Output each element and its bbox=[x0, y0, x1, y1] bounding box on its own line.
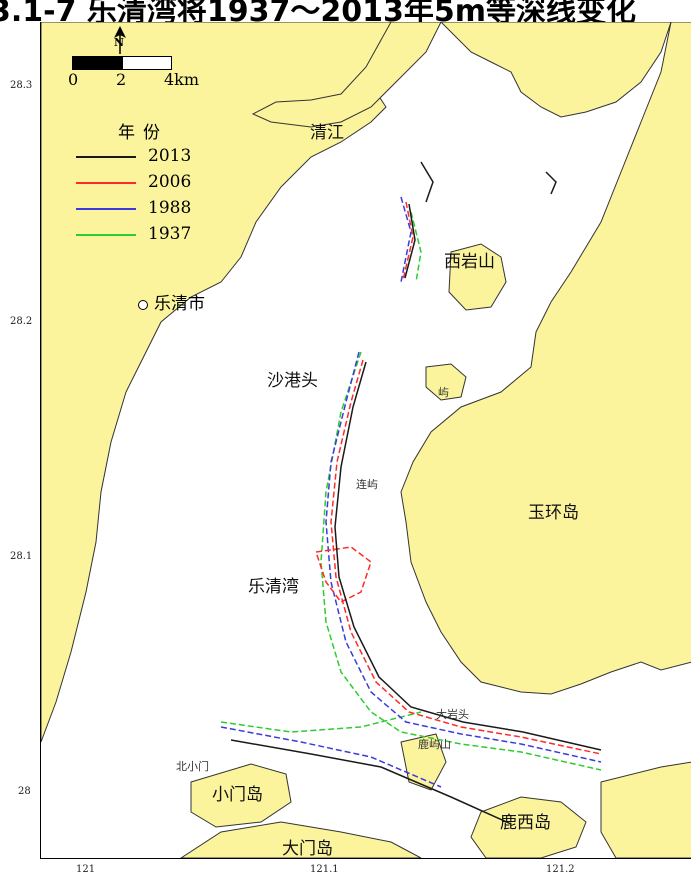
isobath-2013 bbox=[230, 161, 602, 825]
north-arrow-icon bbox=[114, 26, 126, 54]
label-qingjiang: 清江 bbox=[310, 123, 344, 143]
legend-label-1937: 1937 bbox=[148, 224, 192, 244]
lat-tick-28: 28 bbox=[18, 786, 31, 797]
scale-label-2: 2 bbox=[116, 70, 127, 89]
legend-label-2006: 2006 bbox=[148, 172, 192, 192]
north-arrow-label: N bbox=[114, 36, 125, 49]
lon-tick-121-2: 121.2 bbox=[546, 864, 575, 875]
label-lujiaozhen: 鹿屿山 bbox=[418, 738, 451, 751]
label-lequ-bay: 乐清湾 bbox=[248, 577, 299, 597]
land-southeast bbox=[600, 761, 691, 858]
land-north-inlet bbox=[251, 22, 442, 128]
land-xiaomen bbox=[190, 763, 292, 828]
label-dayantou: 大岩头 bbox=[436, 708, 469, 721]
scale-bar: 0 2 4km bbox=[66, 56, 199, 96]
land-mid-islet bbox=[400, 733, 447, 791]
land-islet-1 bbox=[425, 363, 467, 401]
lat-tick-28-2: 28.2 bbox=[10, 316, 33, 327]
label-xiaoyu: 屿 bbox=[438, 386, 449, 399]
label-xiaomen-island: 小门岛 bbox=[212, 785, 263, 805]
city-dot-icon bbox=[138, 299, 148, 310]
legend-title: 年份 bbox=[118, 123, 168, 143]
land-yuhuan bbox=[400, 22, 691, 695]
isobath-1937 bbox=[220, 211, 602, 771]
legend-swatch-1988 bbox=[76, 208, 136, 210]
legend-swatch-2013 bbox=[76, 156, 136, 158]
label-luxi-island: 鹿西岛 bbox=[500, 813, 551, 833]
legend-label-2013: 2013 bbox=[148, 146, 192, 166]
isobath-1988 bbox=[220, 196, 602, 788]
lat-tick-28-1: 28.1 bbox=[10, 551, 33, 562]
label-shagangtou: 沙港头 bbox=[267, 371, 318, 391]
map-canvas bbox=[41, 22, 691, 858]
legend-swatch-2006 bbox=[76, 182, 136, 184]
label-damen-island: 大门岛 bbox=[282, 839, 333, 859]
city-marker: 乐清市 bbox=[138, 289, 205, 314]
scale-label-4km: 4km bbox=[164, 70, 200, 89]
land-northeast bbox=[440, 22, 672, 118]
label-xiyanshan: 西岩山 bbox=[444, 252, 495, 272]
label-beixiaomen: 北小门 bbox=[176, 760, 209, 773]
scale-bar-black bbox=[72, 56, 124, 70]
scale-label-0: 0 bbox=[68, 70, 79, 89]
lat-tick-28-3: 28.3 bbox=[10, 80, 33, 91]
label-lianyu: 连屿 bbox=[356, 478, 378, 491]
scale-bar-white bbox=[122, 56, 172, 70]
lon-tick-121-1: 121.1 bbox=[310, 864, 339, 875]
land-damen bbox=[180, 821, 422, 858]
land-luxi bbox=[470, 796, 587, 858]
lon-tick-121: 121 bbox=[76, 864, 96, 875]
land-xiyanshan bbox=[448, 243, 507, 311]
map-frame bbox=[40, 22, 691, 859]
legend-label-1988: 1988 bbox=[148, 198, 192, 218]
label-yuhuan-island: 玉环岛 bbox=[528, 503, 579, 523]
isobath-2006 bbox=[315, 201, 602, 755]
legend-swatch-1937 bbox=[76, 234, 136, 236]
city-label: 乐清市 bbox=[154, 294, 205, 314]
